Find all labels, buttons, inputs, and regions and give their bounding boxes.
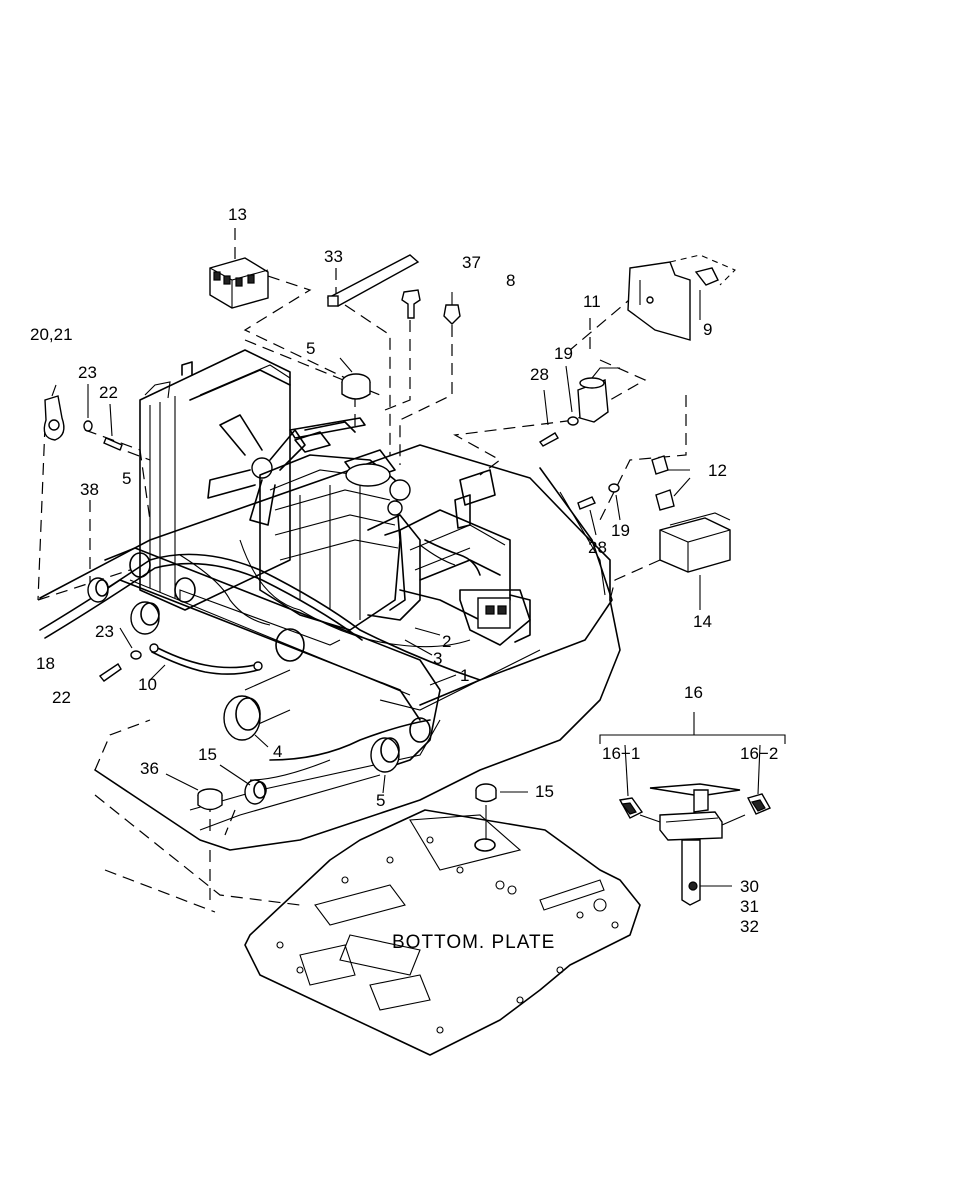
engine-block [259, 417, 531, 646]
label-37: 37 [462, 253, 481, 272]
label-14: 14 [693, 612, 712, 631]
label-5-a: 5 [306, 339, 315, 358]
label-8: 8 [506, 271, 515, 290]
part-14-controller [659, 512, 731, 573]
label-10: 10 [138, 675, 157, 694]
part-5-grommet-top [341, 373, 371, 400]
part-38-grommet [87, 577, 109, 603]
part-10-ground-strap [149, 643, 263, 675]
label-19-a: 19 [554, 344, 573, 363]
radiator-assembly [139, 349, 306, 611]
part-33-rod [326, 254, 420, 307]
label-16-2: 16−2 [740, 744, 778, 763]
label-leaders [51, 290, 701, 794]
part-22-23-fasteners-top [83, 420, 123, 451]
label-3: 3 [433, 649, 442, 668]
bottom-plate-label: BOTTOM. PLATE [392, 932, 555, 953]
leader-lines [37, 228, 687, 836]
part-15-grommet-lower [244, 779, 267, 805]
part-12-relays [651, 455, 691, 511]
label-32: 32 [740, 917, 759, 936]
part-19-28-fasteners-right [577, 483, 620, 510]
part-labels: 13 33 37 8 11 9 20,21 23 22 5 19 28 38 5… [30, 205, 778, 953]
label-9: 9 [703, 320, 712, 339]
label-23-b: 23 [95, 622, 114, 641]
label-16: 16 [684, 683, 703, 702]
label-5-b: 5 [122, 469, 131, 488]
part-15-cap-right [475, 783, 528, 840]
label-30: 30 [740, 877, 759, 896]
part-13-panel [209, 257, 269, 309]
part-37-sensor [401, 289, 421, 319]
part-16-key-switch [599, 712, 786, 906]
label-2: 2 [442, 632, 451, 651]
label-36: 36 [140, 759, 159, 778]
label-28-a: 28 [530, 365, 549, 384]
label-13: 13 [228, 205, 247, 224]
part-4-grommet [223, 695, 261, 741]
label-33: 33 [324, 247, 343, 266]
machine-frame [39, 444, 621, 913]
label-31: 31 [740, 897, 759, 916]
part-9-bracket [627, 254, 736, 341]
label-11: 11 [583, 292, 601, 311]
label-4: 4 [273, 742, 282, 761]
label-20-21: 20,21 [30, 325, 73, 344]
label-5-c: 5 [376, 791, 385, 810]
part-20-21-clamp [43, 395, 65, 441]
label-1: 1 [460, 666, 469, 685]
label-38: 38 [80, 480, 99, 499]
part-5-grommet-lower [370, 737, 400, 773]
part-19-28-fasteners-top [538, 416, 579, 447]
part-22-23-fasteners-bottom [98, 650, 142, 682]
label-15-a: 15 [198, 745, 217, 764]
label-22-a: 22 [99, 383, 118, 402]
part-8-switch [443, 292, 461, 325]
label-22-b: 22 [52, 688, 71, 707]
wire-harness [39, 539, 481, 781]
label-12: 12 [708, 461, 727, 480]
label-19-b: 19 [611, 521, 630, 540]
part-11-horn [577, 367, 620, 423]
label-18: 18 [36, 654, 55, 673]
label-16-1: 16−1 [602, 744, 640, 763]
part-5-grommet-left [130, 601, 160, 635]
bottom-plate [244, 809, 641, 1056]
label-28-b: 28 [588, 538, 607, 557]
label-23-a: 23 [78, 363, 97, 382]
label-15-b: 15 [535, 782, 554, 801]
part-36-cap [197, 788, 223, 811]
frame-holes [129, 552, 431, 743]
